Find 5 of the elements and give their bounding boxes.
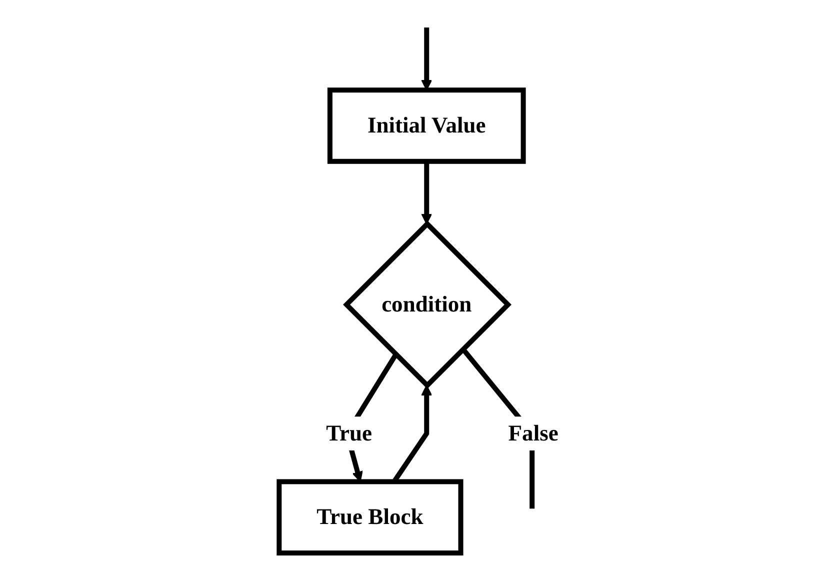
node-diamond: condition <box>343 220 512 389</box>
edge-label: False <box>508 420 558 446</box>
node-box: True Block <box>276 479 464 556</box>
node-box: Initial Value <box>327 88 526 164</box>
edge-label: True <box>326 420 372 446</box>
